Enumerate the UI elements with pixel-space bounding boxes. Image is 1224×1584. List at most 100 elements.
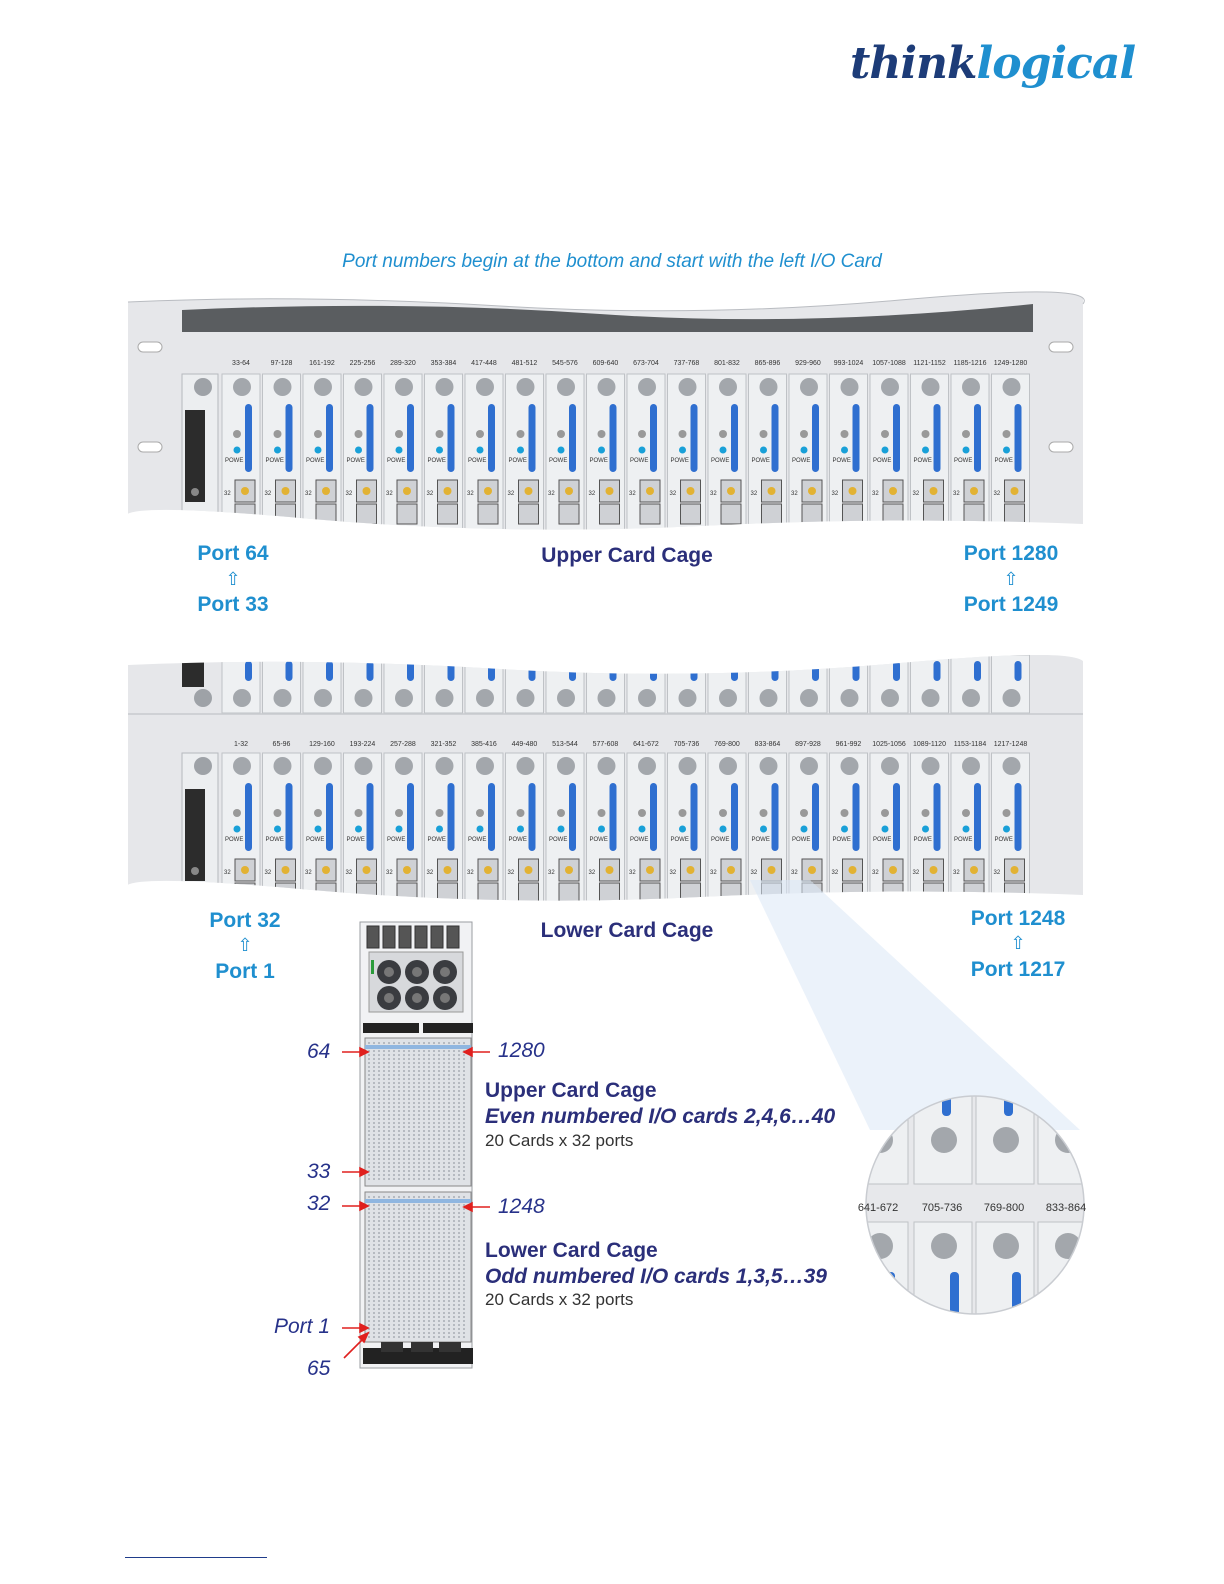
upper-port-dot — [929, 487, 938, 495]
lower-power-text: POWE — [387, 837, 405, 843]
upper-port-module — [518, 503, 539, 525]
lower-top-card-handle — [366, 661, 374, 681]
lower-top-card-handle — [771, 661, 779, 681]
lower-card-screw — [1002, 757, 1021, 775]
lower-port-count: 32 — [791, 870, 798, 876]
lower-port-count: 32 — [994, 870, 1001, 876]
chassis-lower-cage — [364, 1191, 472, 1343]
lower-card-indicator — [1002, 809, 1011, 817]
upper-port-count: 32 — [953, 491, 960, 497]
upper-port-count: 32 — [994, 491, 1001, 497]
upper-card-indicator — [395, 430, 403, 438]
lower-latch-handle — [185, 789, 205, 881]
upper-port-module — [639, 503, 661, 525]
lower-card-indicator — [840, 809, 849, 817]
upper-right-bottom-port: Port 1249 — [963, 593, 1059, 616]
lower-card-indicator — [678, 809, 687, 817]
zoom-card-handle — [942, 1096, 951, 1116]
upper-power-led — [800, 446, 808, 454]
lower-top-card-screw — [881, 689, 899, 707]
lower-port-module — [437, 882, 458, 901]
lower-card-indicator — [516, 809, 525, 817]
lower-card-handle — [852, 783, 860, 851]
lower-slot-label: 257-288 — [390, 741, 416, 748]
upper-card-handle — [650, 404, 657, 472]
upper-port-dot — [970, 487, 978, 495]
upper-port-dot — [808, 487, 816, 495]
upper-card-screw — [476, 378, 494, 396]
lower-slot-label: 833-864 — [755, 741, 781, 748]
lower-card-indicator — [476, 809, 484, 817]
lower-port-dot — [443, 866, 452, 874]
upper-slot-label: 1185-1216 — [954, 360, 987, 367]
chassis-label-1280: 1280 — [498, 1039, 545, 1062]
upper-card-screw — [638, 378, 656, 396]
upper-power-text: POWE — [468, 458, 486, 464]
lower-port-dot — [484, 866, 492, 874]
upper-latch-handle — [185, 410, 205, 502]
upper-power-led — [436, 446, 443, 454]
lower-card-screw — [597, 757, 616, 775]
upper-right-top-port: Port 1280 — [963, 542, 1059, 565]
upper-card-screw — [840, 378, 859, 396]
upper-slot-label: 673-704 — [633, 360, 659, 367]
lower-top-card-handle — [488, 661, 495, 681]
lower-slot-label: 321-352 — [431, 741, 457, 748]
upper-power-text: POWE — [549, 458, 567, 464]
lower-power-text: POWE — [630, 837, 648, 843]
lower-card-handle — [285, 783, 293, 851]
lower-port-dot — [322, 866, 330, 874]
upper-card-screw — [557, 378, 575, 396]
lower-slot-label: 449-480 — [512, 741, 538, 748]
lower-card-handle — [569, 783, 576, 851]
upper-port-count: 32 — [751, 491, 758, 497]
lower-card-handle — [650, 783, 657, 851]
lower-card-screw — [354, 757, 373, 775]
upper-port-module — [680, 503, 701, 525]
lower-card-handle — [974, 783, 981, 851]
upper-card-indicator — [962, 430, 970, 438]
upper-port-module — [923, 503, 944, 525]
lower-power-text: POWE — [549, 837, 567, 843]
zoom-slot-label: 641-672 — [858, 1202, 898, 1214]
lower-card-screw — [516, 757, 535, 775]
chassis-upper-subtitle: Even numbered I/O cards 2,4,6…40 — [485, 1105, 836, 1128]
pointer-arrows — [342, 1046, 490, 1359]
lower-power-text: POWE — [306, 837, 324, 843]
upper-card-screw — [678, 378, 697, 396]
upper-card-handle — [609, 404, 617, 472]
lower-card-indicator — [273, 809, 282, 817]
lower-card-handle — [1014, 783, 1022, 851]
lower-top-card-screw — [273, 689, 292, 707]
lower-top-card-handle — [1014, 661, 1022, 681]
lower-power-text: POWE — [752, 837, 770, 843]
lower-card-handle — [326, 783, 333, 851]
upper-port-count: 32 — [629, 491, 636, 497]
lower-top-latch — [182, 659, 204, 687]
upper-port-dot — [322, 487, 330, 495]
chassis-label-32: 32 — [307, 1192, 331, 1215]
lower-card-indicator — [233, 809, 241, 817]
upper-power-text: POWE — [347, 458, 365, 464]
zoom-card-handle — [886, 1272, 895, 1314]
lower-power-led — [638, 825, 646, 833]
lower-port-dot — [808, 866, 816, 874]
upper-card-indicator — [719, 430, 727, 438]
zoom-slot-label: 833-864 — [1046, 1202, 1086, 1214]
upper-card-handle — [731, 404, 738, 472]
lower-card-screw — [678, 757, 697, 775]
lower-card-screw — [719, 757, 737, 775]
lower-port-dot — [646, 866, 654, 874]
lower-port-count: 32 — [386, 870, 393, 876]
lower-card-screw — [921, 757, 940, 775]
lower-card-indicator — [881, 809, 889, 817]
upper-card-indicator — [800, 430, 808, 438]
upper-port-count: 32 — [548, 491, 555, 497]
lower-top-card-screw — [759, 689, 778, 707]
